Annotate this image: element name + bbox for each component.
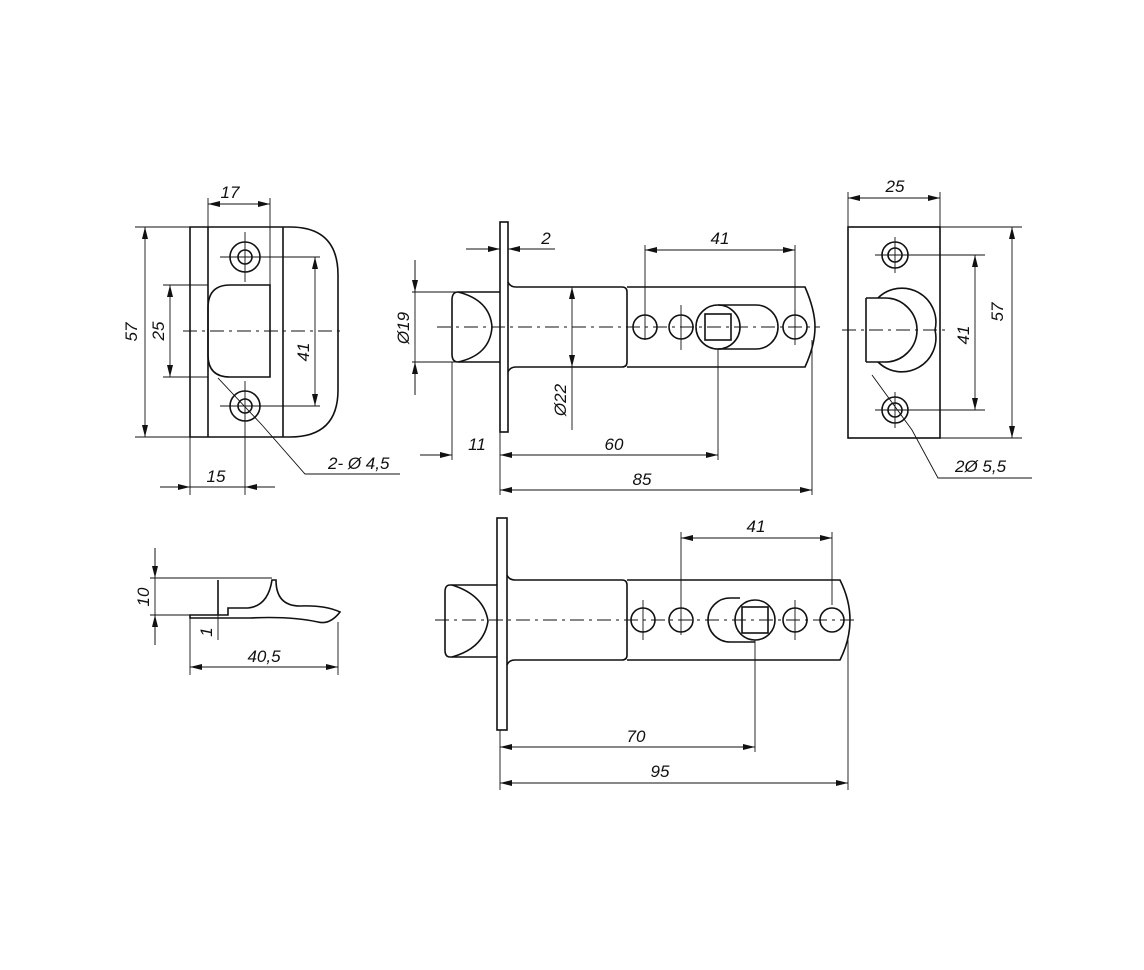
latch-retracted-view: 2 41 Ø19 Ø22 11 60 85 [394, 221, 820, 495]
strike-plate-view: 17 57 25 41 15 2- Ø 4,5 [122, 183, 400, 495]
strike-box-view: 25 41 57 2Ø 5,5 [842, 177, 1032, 479]
dim-41-top: 41 [711, 229, 730, 248]
dim-1: 1 [197, 627, 216, 636]
dim-10: 10 [134, 587, 153, 606]
dim-11: 11 [468, 435, 486, 454]
strike-profile-view: 10 1 40,5 [134, 548, 342, 675]
dim-40-5: 40,5 [247, 647, 281, 666]
latch-extended-view: 41 70 95 [435, 517, 858, 790]
dim-41-extended: 41 [747, 517, 766, 536]
dim-60: 60 [605, 435, 624, 454]
dim-41: 41 [294, 343, 313, 362]
dim-57-box: 57 [988, 302, 1007, 321]
dim-41-box: 41 [954, 326, 973, 345]
dim-57: 57 [122, 322, 141, 341]
dim-17: 17 [221, 183, 240, 202]
holes-note: 2- Ø 4,5 [327, 454, 390, 473]
dim-70: 70 [627, 727, 646, 746]
dim-25-box: 25 [885, 177, 905, 196]
dim-dia-19: Ø19 [394, 311, 413, 345]
holes-note-box: 2Ø 5,5 [954, 457, 1007, 476]
dim-15: 15 [207, 467, 226, 486]
dim-25: 25 [149, 321, 168, 341]
dim-95: 95 [651, 762, 670, 781]
dim-2: 2 [540, 229, 551, 248]
dim-dia-22: Ø22 [551, 383, 570, 417]
dim-85: 85 [633, 470, 652, 489]
